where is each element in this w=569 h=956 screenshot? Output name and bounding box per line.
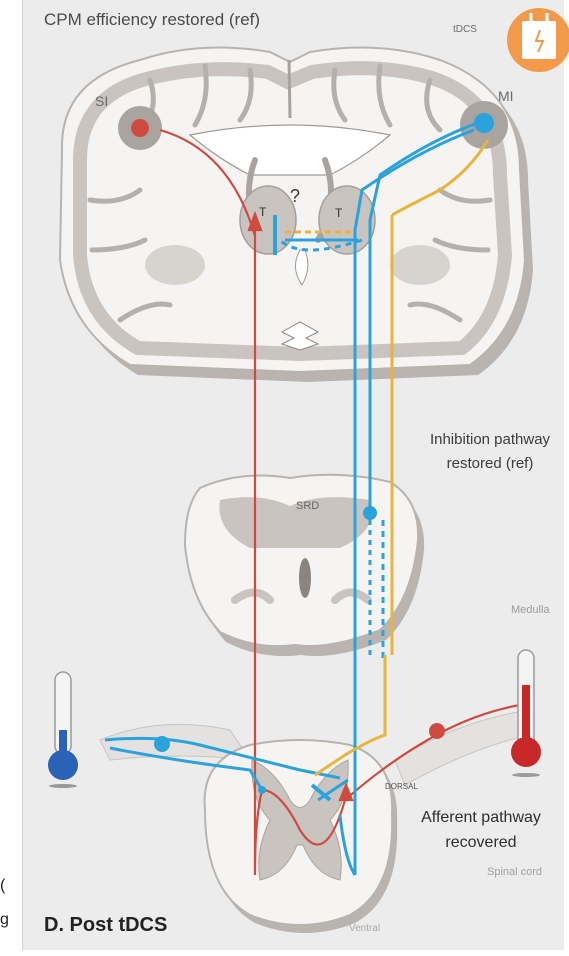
dorsal-horn-neuron	[258, 786, 266, 794]
peripheral-cold-neuron	[154, 736, 170, 752]
brain-section	[60, 48, 533, 383]
afferent-pathway-label: Afferent pathway recovered	[406, 805, 556, 855]
m1-neuron	[474, 113, 494, 133]
inhibition-pathway-label: Inhibition pathway restored (ref)	[415, 428, 565, 476]
m1-label: MI	[498, 88, 514, 104]
margin-fragment-1: (	[0, 877, 5, 895]
srd-neuron	[363, 506, 377, 520]
s1-label: SI	[95, 93, 108, 109]
dorsal-label: DORSAL	[385, 782, 418, 791]
s1-neuron	[131, 119, 149, 137]
spinal-cord-label: Spinal cord	[487, 866, 542, 878]
thalamus-right-label: T	[335, 206, 342, 220]
margin-fragment-2: g	[0, 911, 9, 929]
cold-thermometer-icon	[48, 672, 78, 788]
question-mark-label: ?	[290, 186, 300, 207]
tdcs-device-icon	[507, 8, 569, 72]
peripheral-warm-neuron	[429, 723, 445, 739]
thalamus-left-label: T	[259, 205, 266, 219]
ventral-label: Ventral	[349, 923, 380, 934]
tdcs-label: tDCS	[453, 24, 477, 35]
panel-title: D. Post tDCS	[44, 914, 167, 937]
diagram-title: CPM efficiency restored (ref)	[44, 10, 260, 30]
srd-label: SRD	[296, 500, 319, 512]
medulla-label: Medulla	[511, 604, 550, 616]
